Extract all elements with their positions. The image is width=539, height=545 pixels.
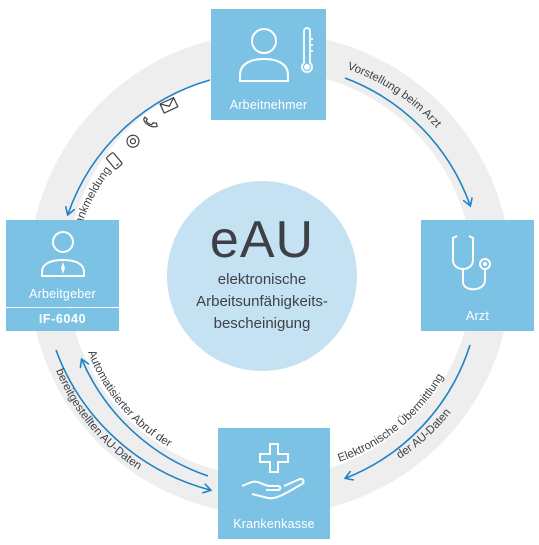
handset-icon (143, 116, 158, 128)
stethoscope-icon (452, 235, 491, 291)
arrow-abruf-back (82, 360, 209, 477)
center-title: eAU (209, 211, 315, 269)
hand-cross-icon (241, 443, 305, 500)
node-label-krankenkasse: Krankenkasse (233, 517, 315, 531)
node-label-arbeitgeber: Arbeitgeber (29, 287, 96, 301)
phone-icon (106, 152, 123, 170)
node-krankenkasse: Krankenkasse (218, 428, 330, 539)
arrow-uebermittlung (346, 344, 471, 478)
envelope-icon (159, 96, 179, 114)
center-line-3: bescheinigung (213, 315, 311, 332)
employee-icon (41, 231, 85, 277)
node-arbeitnehmer: Arbeitnehmer (211, 9, 326, 120)
thermometer-icon (301, 27, 313, 73)
krankmeldung-icons (106, 96, 179, 170)
person-icon (239, 28, 289, 82)
arrow-krankmeldung (68, 79, 211, 214)
node-label-arzt: Arzt (465, 309, 490, 323)
arrow-abruf (55, 349, 210, 490)
arbeitgeber-code: IF-6040 (6, 308, 119, 331)
arrow-vorstellung (344, 77, 470, 205)
center-circle: eAU elektronische Arbeitsunfähigkeits- b… (167, 181, 357, 371)
node-arzt: Arzt (421, 220, 534, 331)
node-label-arbeitnehmer: Arbeitnehmer (229, 98, 308, 112)
at-icon (126, 134, 140, 148)
node-arbeitgeber: Arbeitgeber (6, 220, 119, 307)
center-line-1: elektronische (217, 271, 307, 288)
center-line-2: Arbeitsunfähigkeits- (196, 293, 328, 310)
